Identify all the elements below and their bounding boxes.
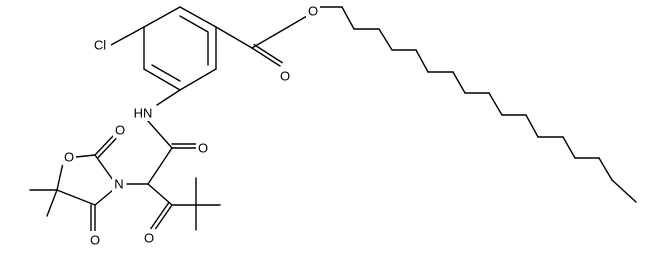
bond-ch-ketone-carbon	[147, 183, 173, 206]
chain-bond-15	[598, 157, 613, 181]
bond-ring-oxygen-c5	[56, 162, 64, 191]
bond-ring-n-c2	[94, 154, 114, 181]
atom-label-ring-nitrogen: N	[114, 177, 123, 192]
bond-ketone-carbonyl	[153, 204, 173, 232]
chain-bond-7	[452, 71, 466, 94]
atom-ring-carbonyl-oxygen-bottom: O	[88, 231, 102, 248]
atom-amide-nitrogen: HN	[130, 104, 156, 121]
atom-amide-oxygen: O	[196, 139, 210, 156]
atom-ring-oxygen: O	[62, 148, 76, 165]
bond-amide-carbon-ch	[147, 147, 173, 185]
bond-c5-methyl-down	[46, 189, 58, 217]
atom-label-ring-carbonyl-oxygen-top: O	[115, 123, 125, 138]
atom-chlorine: Cl	[89, 36, 111, 53]
bond-c2-ring-oxygen	[75, 154, 96, 158]
ring-inner-double-1	[179, 15, 209, 33]
bond-ester-ether	[251, 15, 308, 49]
chain-bond-5	[415, 49, 429, 73]
bond-ring-chlorine	[110, 26, 145, 46]
bond-c2-carbonyl-second-line	[97, 138, 117, 159]
atom-label-layer: Cl O O HN O O O N	[62, 2, 320, 248]
atom-label-ester-ether-oxygen: O	[308, 4, 318, 19]
ring-bond-3	[143, 68, 181, 91]
ring-bond-6	[179, 6, 217, 28]
bond-nh-amide-carbon	[147, 120, 173, 149]
bond-c5-c4	[56, 189, 96, 206]
atom-label-ring-oxygen: O	[64, 150, 74, 165]
atom-label-amide-oxygen: O	[198, 141, 208, 156]
bond-ring-nh	[156, 89, 181, 106]
atom-label-ester-carbonyl-oxygen: O	[280, 69, 290, 84]
bond-ester-carbonyl	[251, 47, 281, 67]
ring-bond-1	[143, 6, 181, 28]
ring-inner-double-2	[151, 64, 181, 82]
atom-ring-carbonyl-oxygen-top: O	[113, 121, 127, 138]
bond-layer	[29, 6, 637, 232]
atom-label-chlorine: Cl	[94, 38, 106, 53]
chain-bond-9	[488, 92, 503, 116]
atom-label-amide-nitrogen: HN	[134, 106, 153, 121]
atom-label-ring-carbonyl-oxygen-bottom: O	[90, 233, 100, 248]
ring-bond-4	[179, 68, 217, 91]
atom-ester-carbonyl-oxygen: O	[278, 67, 292, 84]
atom-ester-ether-oxygen: O	[306, 2, 320, 19]
bond-c4-ring-n	[94, 189, 114, 206]
chain-bond-3	[378, 28, 393, 51]
atom-label-ketone-oxygen: O	[144, 231, 154, 246]
chain-bond-16	[611, 179, 637, 203]
bond-ester-carbonyl-second-line	[253, 43, 283, 64]
bond-ring-ester-carbon	[215, 26, 253, 49]
bond-c2-carbonyl	[94, 135, 114, 156]
chain-bond-1	[341, 6, 355, 30]
bond-ketone-carbonyl-second-line	[150, 202, 170, 230]
chain-bond-11	[525, 114, 539, 138]
atom-ketone-oxygen: O	[142, 229, 156, 246]
atom-ring-nitrogen: N	[112, 175, 126, 192]
chain-bond-13	[562, 136, 576, 159]
